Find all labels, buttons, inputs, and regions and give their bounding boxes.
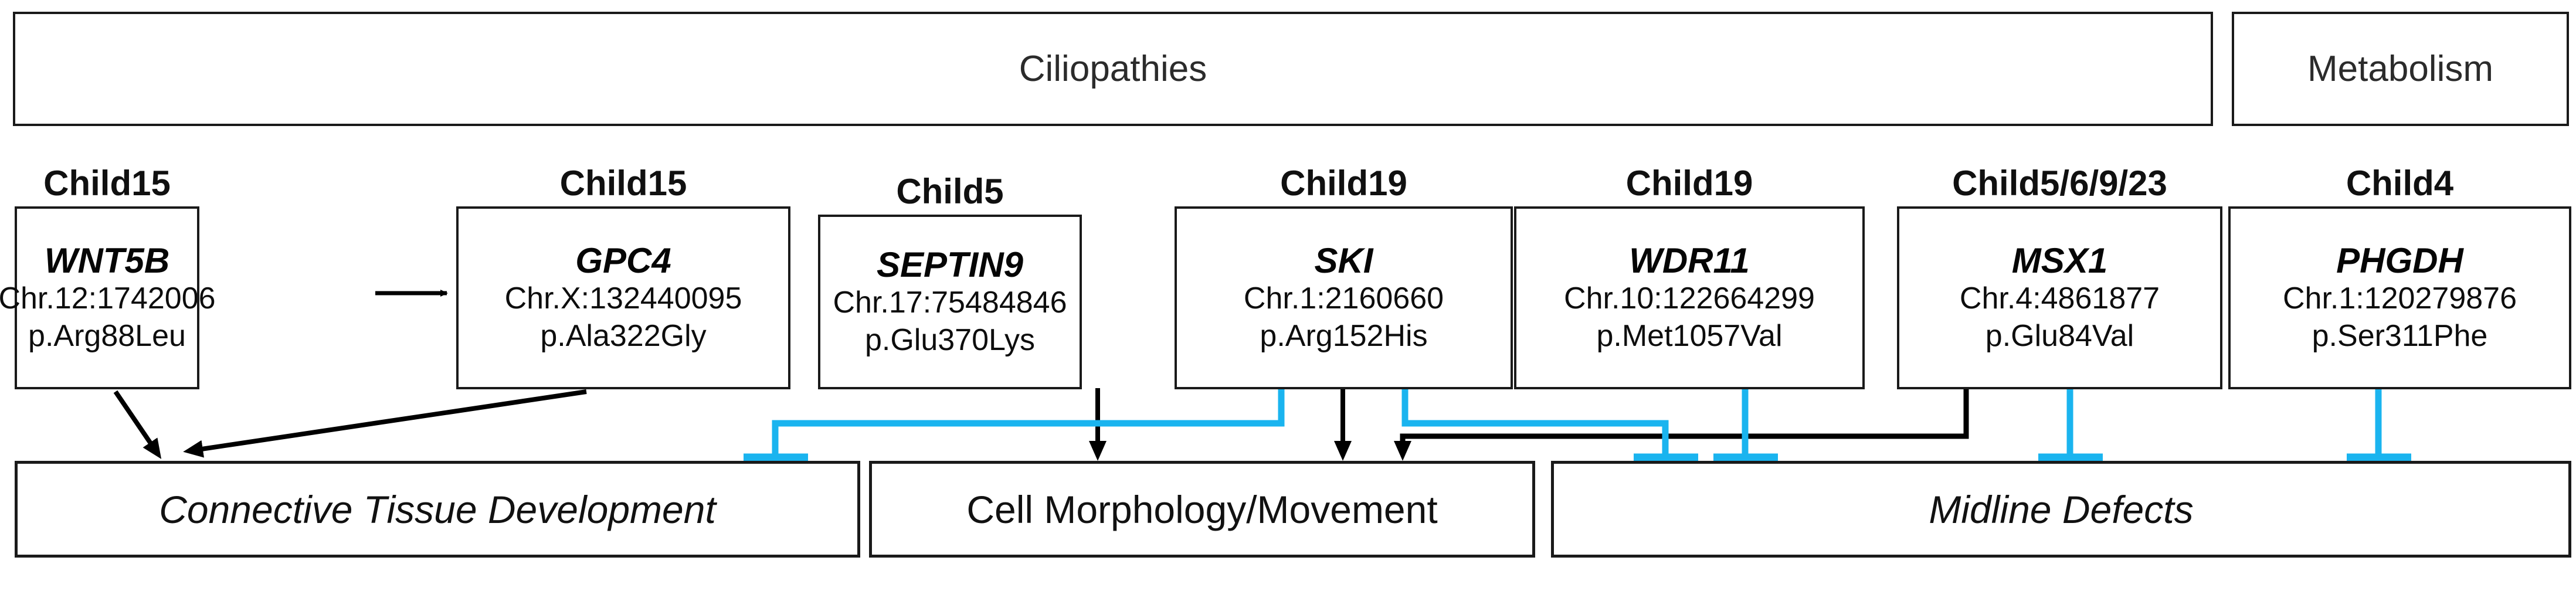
gene-protein-wdr11: p.Met1057Val	[1596, 318, 1783, 353]
edge-gpc4-to-connective-tissue	[183, 389, 587, 458]
gene-name-wdr11: WDR11	[1629, 240, 1750, 280]
metabolism-label: Metabolism	[2307, 49, 2493, 89]
metabolism-banner: Metabolism	[2232, 12, 2569, 126]
child-label-gpc4: Child15	[559, 164, 687, 203]
gene-location-phgdh: Chr.1:120279876	[2282, 281, 2517, 316]
gene-location-gpc4: Chr.X:132440095	[504, 281, 742, 316]
gene-name-gpc4: GPC4	[575, 240, 671, 280]
gene-location-wnt5b: Chr.12:1742006	[0, 281, 216, 316]
outcome-label-midline-defects: Midline Defects	[1929, 487, 2194, 531]
gene-protein-msx1: p.Glu84Val	[1985, 318, 2134, 353]
gene-box-septin9[interactable]: SEPTIN9 Chr.17:75484846 p.Glu370Lys	[818, 215, 1082, 389]
edge-ski-inhibits-connective-tissue	[744, 388, 1285, 463]
edge-msx1-inhibits-midline-defects	[2038, 388, 2103, 463]
edge-wdr11-inhibits-midline-defects	[1713, 388, 1778, 463]
child-label-ski: Child19	[1280, 164, 1407, 203]
outcome-box-midline-defects[interactable]: Midline Defects	[1551, 461, 2571, 558]
gene-name-msx1: MSX1	[2011, 240, 2108, 280]
gene-name-phgdh: PHGDH	[2336, 240, 2463, 280]
gene-location-septin9: Chr.17:75484846	[833, 286, 1067, 320]
ciliopathies-banner: Ciliopathies	[13, 12, 2213, 126]
gene-location-wdr11: Chr.10:122664299	[1564, 281, 1815, 316]
edge-ski-inhibits-midline-defects	[1401, 388, 1698, 463]
gene-protein-septin9: p.Glu370Lys	[864, 322, 1036, 357]
edge-msx1-to-cell-morphology	[1394, 388, 1969, 461]
child-label-wnt5b: Child15	[43, 164, 171, 203]
gene-protein-gpc4: p.Ala322Gly	[540, 318, 707, 353]
gene-protein-phgdh: p.Ser311Phe	[2312, 318, 2488, 353]
gene-name-ski: SKI	[1314, 240, 1373, 280]
gene-name-wnt5b: WNT5B	[44, 240, 170, 280]
child-label-phgdh: Child4	[2346, 164, 2454, 203]
gene-protein-ski: p.Arg152His	[1260, 318, 1428, 353]
gene-box-wdr11[interactable]: WDR11 Chr.10:122664299 p.Met1057Val	[1514, 206, 1865, 389]
outcome-label-cell-morphology-movement: Cell Morphology/Movement	[966, 487, 1438, 531]
gene-name-septin9: SEPTIN9	[876, 244, 1024, 284]
child-label-septin9: Child5	[896, 172, 1004, 211]
child-label-wdr11: Child19	[1625, 164, 1753, 203]
gene-box-msx1[interactable]: MSX1 Chr.4:4861877 p.Glu84Val	[1897, 206, 2222, 389]
gene-box-gpc4[interactable]: GPC4 Chr.X:132440095 p.Ala322Gly	[456, 206, 790, 389]
gene-location-ski: Chr.1:2160660	[1243, 281, 1444, 316]
edge-phgdh-inhibits-midline-defects	[2347, 388, 2411, 463]
child-label-msx1: Child5/6/9/23	[1952, 164, 2167, 203]
outcome-label-connective-tissue-development: Connective Tissue Development	[159, 487, 716, 531]
gene-box-phgdh[interactable]: PHGDH Chr.1:120279876 p.Ser311Phe	[2228, 206, 2571, 389]
gene-box-wnt5b[interactable]: WNT5B Chr.12:1742006 p.Arg88Leu	[0, 206, 216, 389]
gene-protein-wnt5b: p.Arg88Leu	[28, 318, 186, 353]
outcome-box-connective-tissue-development[interactable]: Connective Tissue Development	[15, 461, 860, 558]
outcome-box-cell-morphology-movement[interactable]: Cell Morphology/Movement	[869, 461, 1535, 558]
gene-location-msx1: Chr.4:4861877	[1959, 281, 2160, 316]
ciliopathies-label: Ciliopathies	[1019, 49, 1207, 89]
gene-box-ski[interactable]: SKI Chr.1:2160660 p.Arg152His	[1175, 206, 1513, 389]
edge-wnt5b-to-connective-tissue	[113, 390, 162, 459]
